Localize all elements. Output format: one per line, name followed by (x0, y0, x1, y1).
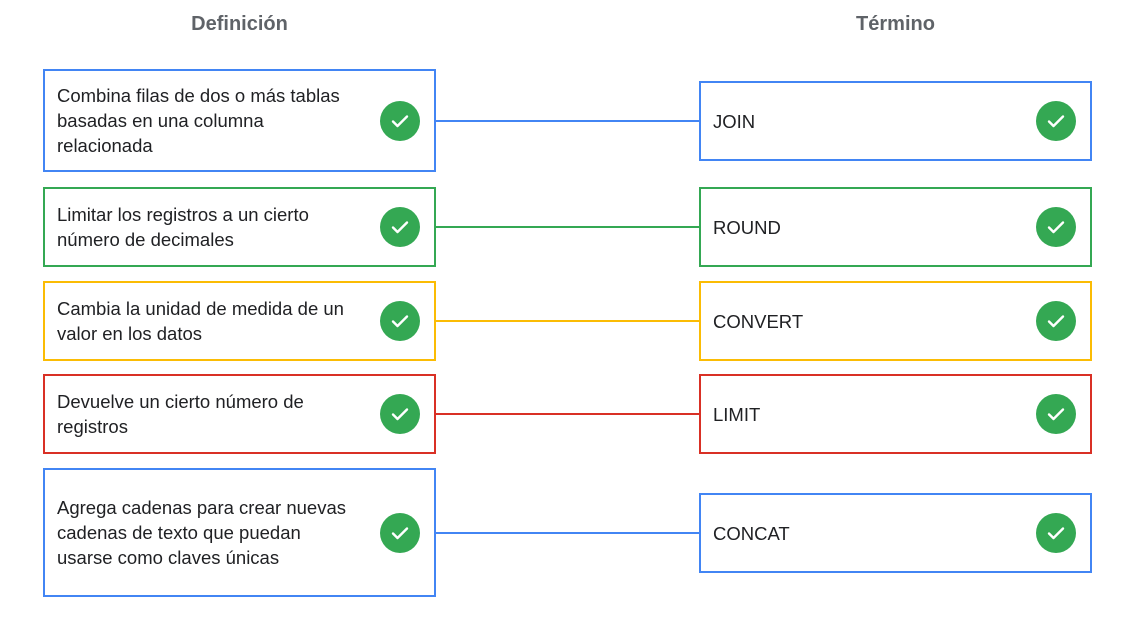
definition-text-2: Limitar los registros a un cierto número… (57, 204, 309, 250)
connector-line-2 (436, 226, 699, 228)
term-card-2[interactable]: ROUND (699, 187, 1092, 267)
term-card-3[interactable]: CONVERT (699, 281, 1092, 361)
check-circle-icon (380, 394, 420, 434)
check-circle-icon (1036, 394, 1076, 434)
definition-card-5[interactable]: Agrega cadenas para crear nuevas cadenas… (43, 468, 436, 597)
definition-text-3: Cambia la unidad de medida de un valor e… (57, 298, 344, 344)
check-circle-icon (1036, 301, 1076, 341)
term-card-4[interactable]: LIMIT (699, 374, 1092, 454)
term-text-5: CONCAT (713, 522, 790, 544)
check-circle-icon (380, 207, 420, 247)
check-circle-icon (1036, 207, 1076, 247)
check-circle-icon (380, 100, 420, 141)
definition-card-4[interactable]: Devuelve un cierto número de registros (43, 374, 436, 454)
check-circle-icon (1036, 101, 1076, 141)
connector-line-4 (436, 413, 699, 415)
definition-card-2[interactable]: Limitar los registros a un cierto número… (43, 187, 436, 267)
term-card-1[interactable]: JOIN (699, 81, 1092, 161)
check-circle-icon (380, 512, 420, 553)
check-circle-icon (1036, 513, 1076, 553)
term-text-2: ROUND (713, 216, 781, 238)
term-card-5[interactable]: CONCAT (699, 493, 1092, 573)
connector-line-5 (436, 532, 699, 534)
connector-line-3 (436, 320, 699, 322)
check-circle-icon (380, 301, 420, 341)
definition-column-header: Definición (191, 13, 288, 35)
term-text-3: CONVERT (713, 310, 804, 332)
definition-text-4: Devuelve un cierto número de registros (57, 391, 304, 437)
term-text-1: JOIN (713, 110, 756, 132)
definition-card-1[interactable]: Combina filas de dos o más tablas basada… (43, 69, 436, 172)
definition-text-5: Agrega cadenas para crear nuevas cadenas… (57, 497, 346, 568)
definition-card-3[interactable]: Cambia la unidad de medida de un valor e… (43, 281, 436, 361)
term-column-header: Término (856, 13, 935, 35)
definition-text-1: Combina filas de dos o más tablas basada… (57, 85, 340, 156)
connector-line-1 (436, 120, 699, 122)
term-text-4: LIMIT (713, 403, 761, 425)
